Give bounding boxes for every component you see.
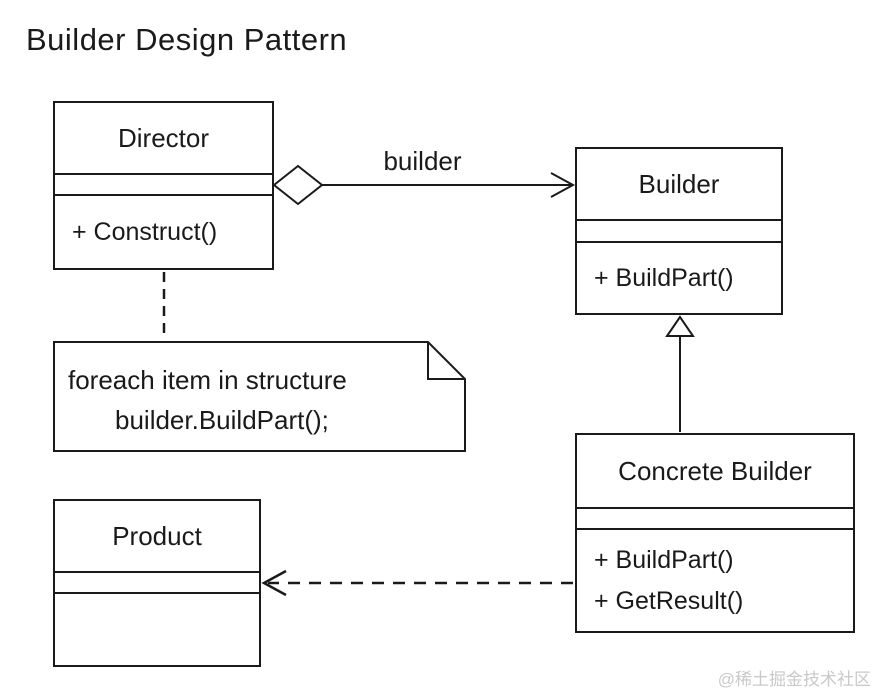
method-getresult: + GetResult() xyxy=(594,586,744,615)
class-name-builder: Builder xyxy=(638,168,720,199)
generalization-triangle-icon xyxy=(665,315,695,337)
watermark: @稀土掘金技术社区 xyxy=(717,670,871,689)
method-buildpart: + BuildPart() xyxy=(594,545,734,574)
class-box-builder: Builder + BuildPart() xyxy=(575,147,783,315)
association-arrowhead-icon xyxy=(550,172,576,198)
method-construct: + Construct() xyxy=(72,217,218,246)
attributes-compartment-product xyxy=(55,571,259,594)
method-buildpart: + BuildPart() xyxy=(594,263,734,292)
note-line-1: foreach item in structure xyxy=(68,365,347,395)
note-line-2: builder.BuildPart(); xyxy=(115,405,329,435)
note-fold-icon xyxy=(427,342,465,380)
attributes-compartment-builder xyxy=(577,219,781,243)
class-box-product: Product xyxy=(53,499,261,667)
uml-note-text: foreach item in structure builder.BuildP… xyxy=(53,360,465,440)
association-label-builder: builder xyxy=(383,146,462,176)
methods-compartment-concrete-builder: + BuildPart() + GetResult() xyxy=(577,530,853,631)
class-name-concrete-builder: Concrete Builder xyxy=(618,455,812,486)
class-name-director: Director xyxy=(117,122,209,153)
class-box-concrete-builder: Concrete Builder + BuildPart() + GetResu… xyxy=(575,433,855,633)
diagram-title: Builder Design Pattern xyxy=(26,22,348,57)
class-box-director: Director + Construct() xyxy=(53,101,274,270)
dependency-arrowhead-icon xyxy=(261,569,287,597)
attributes-compartment-director xyxy=(55,173,272,196)
attributes-compartment-concrete-builder xyxy=(577,507,853,530)
note-shape xyxy=(53,341,466,452)
methods-compartment-builder: + BuildPart() xyxy=(577,243,781,313)
class-name-product: Product xyxy=(112,520,202,551)
methods-compartment-director: + Construct() xyxy=(55,196,272,268)
aggregation-diamond-icon xyxy=(272,164,324,206)
